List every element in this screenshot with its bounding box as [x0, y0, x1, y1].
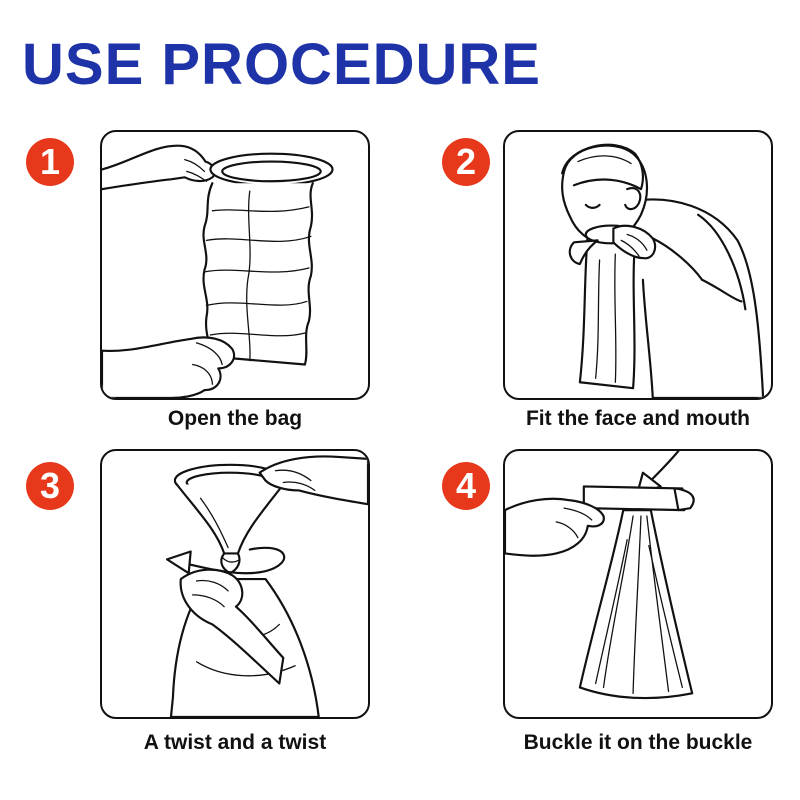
sickness-bag [578, 233, 637, 390]
person-hair [561, 143, 644, 191]
top-hand [102, 144, 216, 191]
step-1-caption: Open the bag [167, 407, 303, 430]
person-body [631, 198, 765, 398]
hand-top [258, 455, 368, 506]
step-2-illustration-panel [503, 130, 773, 400]
hand-lower [179, 568, 285, 685]
step-4-number-badge: 4 [442, 462, 490, 510]
step-1-number-badge: 1 [26, 138, 74, 186]
hand [505, 497, 605, 557]
open-bag-illustration [102, 144, 334, 398]
funnel-cone [175, 483, 285, 555]
bag-body [578, 509, 694, 700]
left-hand [568, 239, 599, 266]
step-2-number-badge: 2 [442, 138, 490, 186]
buckle-arrow [647, 451, 680, 484]
step-4-caption: Buckle it on the buckle [523, 731, 753, 754]
bottom-hand [102, 336, 236, 398]
buckle-strip [582, 485, 686, 512]
fit-face-illustration [561, 143, 765, 398]
page-title: USE PROCEDURE [22, 32, 541, 97]
step-3-number-badge: 3 [26, 462, 74, 510]
step-1-illustration-panel [100, 130, 370, 400]
twisted-neck [220, 552, 241, 575]
twist-bag-illustration [165, 455, 368, 717]
step-3-illustration-panel [100, 449, 370, 719]
step-3-caption: A twist and a twist [143, 731, 327, 754]
right-hand [612, 224, 657, 260]
buckle-bag-illustration [505, 451, 695, 700]
step-2-caption: Fit the face and mouth [525, 407, 750, 430]
twist-arrow-head [165, 550, 192, 575]
step-4-illustration-panel [503, 449, 773, 719]
bag-body [202, 182, 314, 366]
